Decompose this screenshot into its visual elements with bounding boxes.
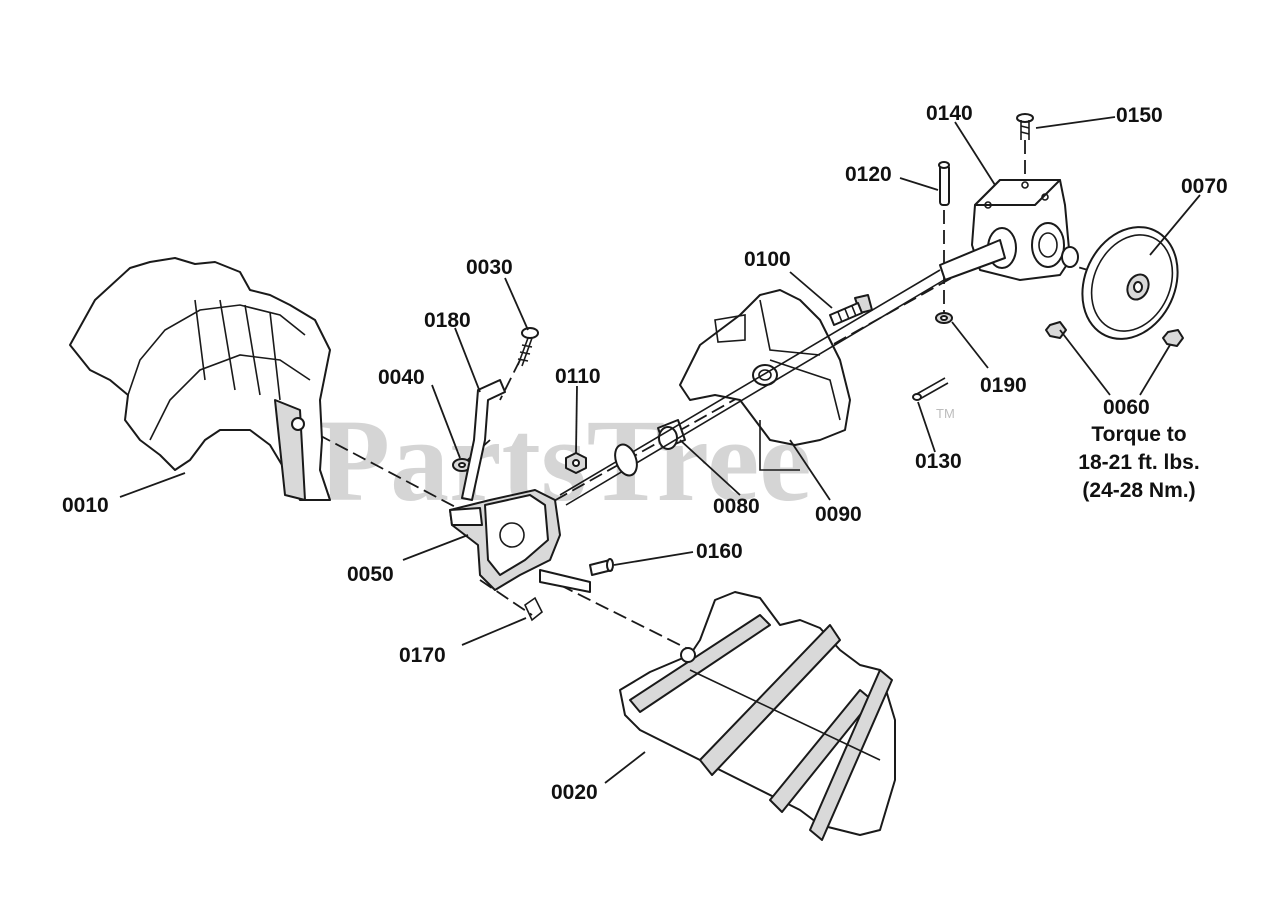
- callout-0030[interactable]: 0030: [466, 256, 513, 279]
- callout-labels: 0010 0020 0030 0040 0050 0060 0070 0080 …: [62, 102, 1228, 804]
- callout-0080[interactable]: 0080: [713, 495, 760, 518]
- part-0010-left-auger[interactable]: [69, 257, 331, 501]
- part-0130-cotter-pin[interactable]: [912, 377, 949, 401]
- callout-0020[interactable]: 0020: [551, 781, 598, 804]
- part-0060-nut-right[interactable]: [1162, 329, 1184, 347]
- callout-0190[interactable]: 0190: [980, 374, 1027, 397]
- part-0070-pulley[interactable]: [1065, 211, 1196, 354]
- part-0060-nut-left[interactable]: [1045, 321, 1067, 339]
- part-0160-pin[interactable]: [589, 558, 614, 576]
- torque-note: Torque to 18-21 ft. lbs. (24-28 Nm.): [1078, 423, 1199, 502]
- callout-0050[interactable]: 0050: [347, 563, 394, 586]
- part-0190-washer[interactable]: [935, 312, 953, 324]
- leader-lines: [119, 116, 1201, 784]
- callout-0100[interactable]: 0100: [744, 248, 791, 271]
- part-0050-gearbox[interactable]: [449, 489, 591, 593]
- callout-0060[interactable]: 0060: [1103, 396, 1150, 419]
- part-0170-clip[interactable]: [523, 596, 544, 622]
- callout-0130[interactable]: 0130: [915, 450, 962, 473]
- part-0180-bracket[interactable]: [461, 379, 506, 501]
- watermark-trademark: TM: [936, 406, 955, 421]
- callout-0120[interactable]: 0120: [845, 163, 892, 186]
- callout-0140[interactable]: 0140: [926, 102, 973, 125]
- torque-note-line3: (24-28 Nm.): [1082, 479, 1195, 502]
- callout-0180[interactable]: 0180: [424, 309, 471, 332]
- part-0120-pin[interactable]: [938, 161, 950, 206]
- part-0110-nut[interactable]: [565, 452, 587, 474]
- callout-0040[interactable]: 0040: [378, 366, 425, 389]
- torque-note-line2: 18-21 ft. lbs.: [1078, 451, 1199, 474]
- part-0150-screw[interactable]: [1016, 113, 1034, 140]
- auger-shaft: [559, 269, 945, 506]
- part-0090-housing[interactable]: [679, 289, 851, 471]
- callout-0160[interactable]: 0160: [696, 540, 743, 563]
- callout-0090[interactable]: 0090: [815, 503, 862, 526]
- part-0020-right-auger[interactable]: [619, 591, 896, 841]
- part-0030-screw[interactable]: [517, 327, 539, 367]
- torque-note-line1: Torque to: [1091, 423, 1186, 446]
- callout-0010[interactable]: 0010: [62, 494, 109, 517]
- callout-0070[interactable]: 0070: [1181, 175, 1228, 198]
- callout-0170[interactable]: 0170: [399, 644, 446, 667]
- callout-0150[interactable]: 0150: [1116, 104, 1163, 127]
- callout-0110[interactable]: 0110: [555, 365, 601, 388]
- part-0100-bolt[interactable]: [829, 294, 873, 326]
- part-0140-gearbox-housing[interactable]: [939, 179, 1079, 281]
- watermark: PartsTree: [318, 395, 812, 526]
- part-0080-bushing[interactable]: [657, 419, 686, 450]
